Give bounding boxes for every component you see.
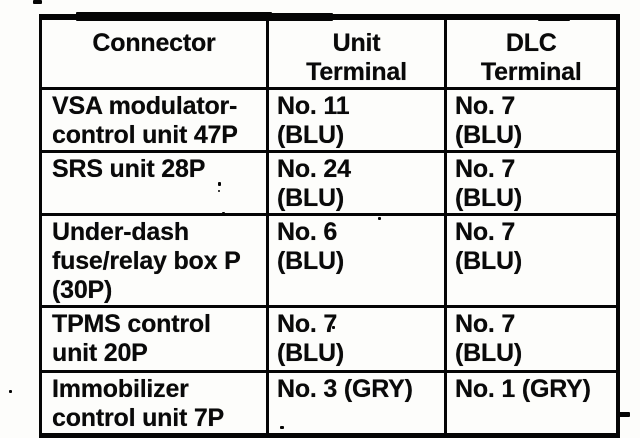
header-row: Connector Unit Terminal DLC Terminal <box>39 15 619 90</box>
cell-line: fuse/relay box P <box>52 247 241 275</box>
cell-unit-terminal: No. 7 (BLU) <box>266 305 447 373</box>
col-header-unit-terminal: Unit Terminal <box>266 15 447 90</box>
header-line: Connector <box>92 29 216 57</box>
scan-noise-speck <box>378 217 381 220</box>
scan-noise-top-bar <box>538 15 570 21</box>
table-row-under-dash-fuse-relay-box: Under-dash fuse/relay box P (30P) No. 6 … <box>39 213 619 308</box>
scan-noise-speck <box>280 426 284 429</box>
table-row-srs-unit: SRS unit 28P No. 24 (BLU) No. 7 (BLU) <box>39 150 619 216</box>
table-row-immobilizer-control-unit: Immobilizer control unit 7P No. 3 (GRY) … <box>39 370 619 437</box>
cell-line: (BLU) <box>277 247 345 275</box>
connector-terminal-table: Connector Unit Terminal DLC Terminal VSA… <box>39 14 620 438</box>
cell-line: Immobilizer <box>52 375 189 403</box>
cell-connector: VSA modulator- control unit 47P <box>39 87 269 153</box>
table-row-vsa-modulator: VSA modulator- control unit 47P No. 11 (… <box>39 87 619 153</box>
cell-line: (BLU) <box>455 121 523 149</box>
cell-line: No. 11 <box>277 92 350 120</box>
scan-noise-speck <box>33 0 42 4</box>
cell-line: No. 7 <box>455 310 516 338</box>
scan-noise-top-bar <box>76 12 272 21</box>
table-row-tpms-control-unit: TPMS control unit 20P No. 7 (BLU) No. 7 … <box>39 305 619 373</box>
header-line: DLC <box>505 29 557 57</box>
cell-line: VSA modulator- <box>52 92 238 120</box>
scan-noise-speck <box>222 212 225 215</box>
cell-line: Under-dash <box>52 218 189 246</box>
header-line: Terminal <box>480 58 582 86</box>
cell-line: No. 3 (GRY) <box>277 375 413 403</box>
cell-line: SRS unit 28P <box>52 155 206 183</box>
cell-line: No. 1 (GRY) <box>455 375 591 403</box>
cell-line: (BLU) <box>277 184 345 212</box>
cell-dlc-terminal: No. 7 (BLU) <box>444 87 619 153</box>
scan-noise-speck <box>218 190 220 192</box>
cell-line: (BLU) <box>277 121 345 149</box>
cell-line: (BLU) <box>455 184 523 212</box>
cell-unit-terminal: No. 11 (BLU) <box>266 87 447 153</box>
cell-line: No. 7 <box>277 310 338 338</box>
cell-unit-terminal: No. 6 (BLU) <box>266 213 447 308</box>
scan-noise-speck <box>617 412 630 417</box>
cell-dlc-terminal: No. 7 (BLU) <box>444 213 619 308</box>
cell-line: TPMS control <box>52 310 211 338</box>
cell-line: control unit 7P <box>52 404 225 432</box>
cell-connector: TPMS control unit 20P <box>39 305 269 373</box>
cell-dlc-terminal: No. 7 (BLU) <box>444 150 619 216</box>
cell-line: No. 24 <box>277 155 351 183</box>
cell-connector: Immobilizer control unit 7P <box>39 370 269 437</box>
cell-dlc-terminal: No. 1 (GRY) <box>444 370 619 437</box>
cell-line: unit 20P <box>52 339 148 367</box>
cell-line: No. 7 <box>455 218 516 246</box>
cell-line: (BLU) <box>455 247 523 275</box>
header-line: Unit <box>332 29 381 57</box>
cell-line: (BLU) <box>277 339 345 367</box>
cell-line: control unit 47P <box>52 121 238 149</box>
cell-line: No. 7 <box>455 92 516 120</box>
cell-unit-terminal: No. 24 (BLU) <box>266 150 447 216</box>
cell-line: (BLU) <box>455 339 523 367</box>
scan-noise-speck <box>332 326 335 329</box>
cell-line: No. 6 <box>277 218 338 246</box>
col-header-dlc-terminal: DLC Terminal <box>444 15 619 90</box>
cell-connector: SRS unit 28P <box>39 150 269 216</box>
cell-unit-terminal: No. 3 (GRY) <box>266 370 447 437</box>
header-line: Terminal <box>306 58 407 86</box>
scan-noise-speck <box>218 182 221 186</box>
cell-line: No. 7 <box>455 155 516 183</box>
cell-line: (30P) <box>52 276 113 304</box>
scan-noise-top-bar <box>267 13 333 21</box>
col-header-connector: Connector <box>39 15 269 90</box>
cell-dlc-terminal: No. 7 (BLU) <box>444 305 619 373</box>
terminal-assignment-table: Connector Unit Terminal DLC Terminal VSA… <box>39 14 620 438</box>
cell-connector: Under-dash fuse/relay box P (30P) <box>39 213 269 308</box>
scan-noise-speck <box>9 390 12 393</box>
